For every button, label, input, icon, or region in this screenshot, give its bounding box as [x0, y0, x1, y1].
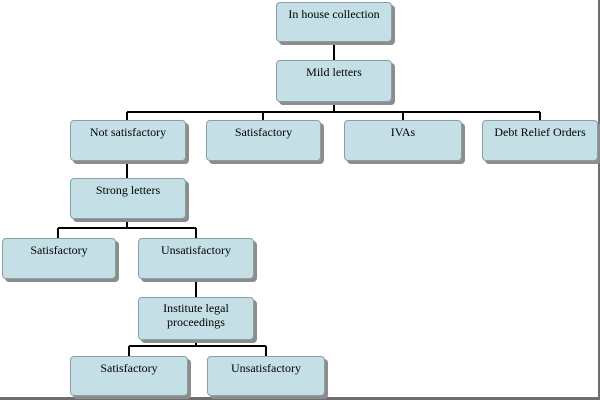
node-label: Debt Relief Orders [494, 125, 586, 139]
node-label: Satisfactory [100, 361, 158, 375]
node-unsatisfactory-after-strong: Unsatisfactory [138, 238, 254, 279]
node-unsatisfactory-after-legal: Unsatisfactory [207, 356, 325, 396]
node-label: Satisfactory [30, 243, 88, 257]
node-label: Mild letters [306, 65, 362, 79]
node-not-satisfactory: Not satisfactory [70, 120, 186, 161]
node-in-house-collection: In house collection [276, 2, 392, 42]
node-satisfactory: Satisfactory [206, 120, 321, 161]
node-label: Institute legal proceedings [163, 301, 229, 329]
node-strong-letters: Strong letters [70, 178, 186, 219]
node-label: Strong letters [95, 183, 161, 197]
node-mild-letters: Mild letters [276, 60, 392, 102]
node-ivas: IVAs [344, 120, 462, 161]
node-label: Unsatisfactory [231, 361, 301, 375]
node-label: Unsatisfactory [161, 243, 231, 257]
node-debt-relief-orders: Debt Relief Orders [482, 120, 598, 161]
node-label: Not satisfactory [89, 125, 167, 139]
node-label: In house collection [288, 7, 380, 21]
node-satisfactory-after-strong: Satisfactory [2, 238, 116, 279]
node-institute-legal-proceedings: Institute legal proceedings [138, 297, 254, 340]
node-satisfactory-after-legal: Satisfactory [70, 356, 188, 396]
node-label: IVAs [390, 125, 416, 139]
node-label: Satisfactory [234, 125, 293, 139]
